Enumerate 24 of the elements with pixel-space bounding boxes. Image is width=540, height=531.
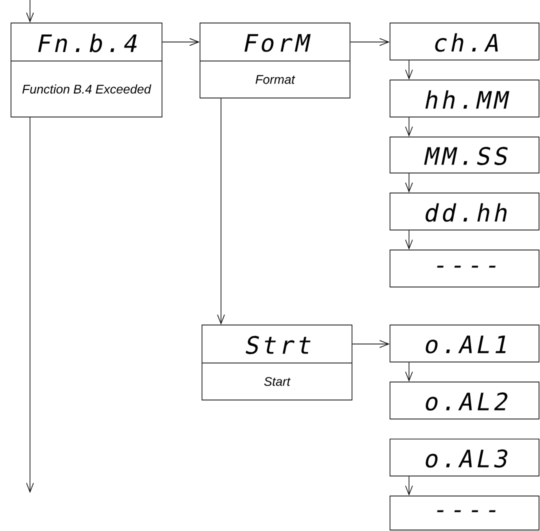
arrow	[405, 230, 413, 250]
display-box: ----	[390, 496, 540, 530]
arrow	[405, 476, 413, 496]
display-box: o.AL1	[390, 324, 540, 362]
arrow	[352, 340, 390, 348]
arrow	[26, 117, 34, 493]
arrow	[405, 173, 413, 193]
menu-box: ForM Format	[200, 22, 350, 98]
display-box: ch.A	[390, 22, 540, 60]
display-box: o.AL2	[390, 382, 540, 420]
display-box: o.AL3	[390, 438, 540, 476]
arrow	[217, 98, 225, 325]
arrow	[162, 38, 200, 46]
display-box: MM.SS	[390, 136, 540, 174]
arrow	[405, 117, 413, 137]
arrow	[350, 38, 390, 46]
arrow	[26, 0, 34, 23]
menu-box: Strt Start	[202, 324, 352, 400]
menu-box: Fn.b.4 Function B.4 Exceeded	[10, 22, 162, 118]
display-box: ----	[390, 250, 540, 288]
display-box: dd.hh	[390, 192, 540, 230]
display-box: hh.MM	[390, 80, 540, 118]
arrow	[405, 362, 413, 382]
arrow	[405, 60, 413, 80]
